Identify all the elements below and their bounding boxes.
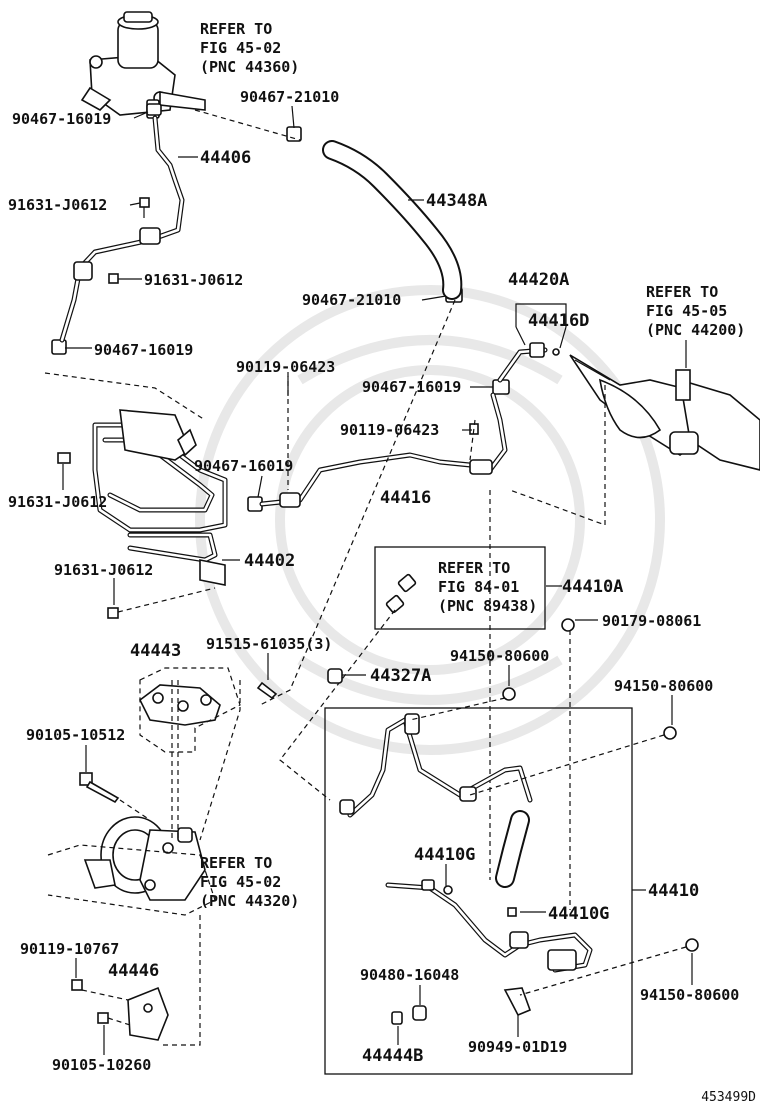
part-number-label: 90119-10767 xyxy=(20,940,119,958)
part-number-label: 90105-10512 xyxy=(26,726,125,744)
refer-label-line: REFER TO xyxy=(200,854,272,872)
assembly-box-44410 xyxy=(324,707,633,1075)
reservoir-assembly xyxy=(80,11,206,119)
part-number-label: 90179-08061 xyxy=(602,612,701,630)
part-number-label: 90105-10260 xyxy=(52,1056,151,1074)
part-number-label: 91631-J0612 xyxy=(8,493,107,511)
part-number-label: 90467-16019 xyxy=(94,341,193,359)
part-number-label: 44410 xyxy=(648,881,699,901)
part-number-label: 44348A xyxy=(426,191,487,211)
part-number-label: 44410G xyxy=(414,845,475,865)
bolt xyxy=(685,938,699,952)
refer-label-line: FIG 84-01 xyxy=(438,578,519,596)
part-number-label: 94150-80600 xyxy=(640,986,739,1004)
part-number-label: 44327A xyxy=(370,666,431,686)
part-number-label: 90467-16019 xyxy=(362,378,461,396)
part-number-label: 44446 xyxy=(108,961,159,981)
part-number-label: 44402 xyxy=(244,551,295,571)
oil-cooler-44402 xyxy=(57,409,228,586)
part-number-label: 44443 xyxy=(130,641,181,661)
leader-dash xyxy=(469,734,665,796)
return-line-44410 xyxy=(339,713,593,973)
refer-label-line: FIG 45-02 xyxy=(200,873,281,891)
leader-dash xyxy=(519,946,687,996)
part-number-label: 90480-16048 xyxy=(360,966,459,984)
refer-label-line: FIG 45-05 xyxy=(646,302,727,320)
steering-gear-assembly xyxy=(569,354,760,471)
part-number-label: 90467-21010 xyxy=(240,88,339,106)
part-number-label: 90119-06423 xyxy=(340,421,439,439)
refer-label-line: REFER TO xyxy=(438,559,510,577)
hose-44406 xyxy=(59,115,185,343)
hose-clamp xyxy=(146,103,162,116)
refer-box-84-01 xyxy=(374,546,546,630)
refer-label-line: (PNC 44320) xyxy=(200,892,299,910)
part-number-label: 94150-80600 xyxy=(614,677,713,695)
power-steering-pump xyxy=(47,816,216,916)
leader-dash xyxy=(194,109,301,141)
bracket xyxy=(139,227,161,245)
bracket-44443 xyxy=(138,667,241,753)
leader-dash xyxy=(469,419,476,461)
refer-label-line: (PNC 44360) xyxy=(200,58,299,76)
figure-number: 453499D xyxy=(701,1090,756,1105)
watermark-emblem xyxy=(195,285,665,755)
part-number-label: 90467-21010 xyxy=(302,291,401,309)
part-number-label: 44406 xyxy=(200,148,251,168)
leader-dash xyxy=(259,299,456,706)
clamp-90480 xyxy=(412,1005,427,1021)
part-number-label: 94150-80600 xyxy=(450,647,549,665)
bolt xyxy=(502,687,516,701)
part-number-label: 90467-16019 xyxy=(194,457,293,475)
leader-dash xyxy=(199,680,241,841)
bolt-90105-10512 xyxy=(79,772,151,821)
part-number-label: 91631-J0612 xyxy=(8,196,107,214)
leader-dash xyxy=(409,697,506,721)
part-number-label: 90949-01D19 xyxy=(468,1038,567,1056)
clip-44327a xyxy=(327,668,343,684)
part-number-label: 44416D xyxy=(528,311,589,331)
leader-dash xyxy=(509,385,606,526)
part-number-label: 91631-J0612 xyxy=(144,271,243,289)
refer-label-line: (PNC 89438) xyxy=(438,597,537,615)
bracket xyxy=(73,261,93,281)
refer-label-line: FIG 45-02 xyxy=(200,39,281,57)
part-number-label: 90119-06423 xyxy=(236,358,335,376)
leader-dash xyxy=(279,609,396,801)
nut xyxy=(561,618,575,632)
part-number-label: 44410G xyxy=(548,904,609,924)
refer-label-line: REFER TO xyxy=(646,283,718,301)
bolt xyxy=(139,197,150,218)
leader-dash xyxy=(44,372,206,421)
part-number-label: 44444B xyxy=(362,1046,423,1066)
bolt xyxy=(663,726,677,740)
part-number-label: 90467-16019 xyxy=(12,110,111,128)
leader-dash xyxy=(117,587,216,613)
hose-clamp xyxy=(51,339,67,355)
hose-fitting-44420a xyxy=(497,342,560,383)
sleeve-44444b xyxy=(391,1011,403,1025)
bracket-44446 xyxy=(71,915,201,1046)
part-number-label: 44410A xyxy=(562,577,623,597)
part-number-label: 91515-61035(3) xyxy=(206,635,332,653)
bracket-90949 xyxy=(503,987,532,1017)
part-number-label: 44420A xyxy=(508,270,569,290)
part-number-label: 44416 xyxy=(380,488,431,508)
connector-part xyxy=(385,573,417,614)
refer-label-line: REFER TO xyxy=(200,20,272,38)
hose-44348a xyxy=(322,140,463,300)
leader-lines xyxy=(62,105,693,1055)
bolt xyxy=(107,607,119,619)
stud-bolt xyxy=(256,681,278,700)
refer-label-line: (PNC 44200) xyxy=(646,321,745,339)
part-number-label: 91631-J0612 xyxy=(54,561,153,579)
bolt xyxy=(108,273,119,284)
